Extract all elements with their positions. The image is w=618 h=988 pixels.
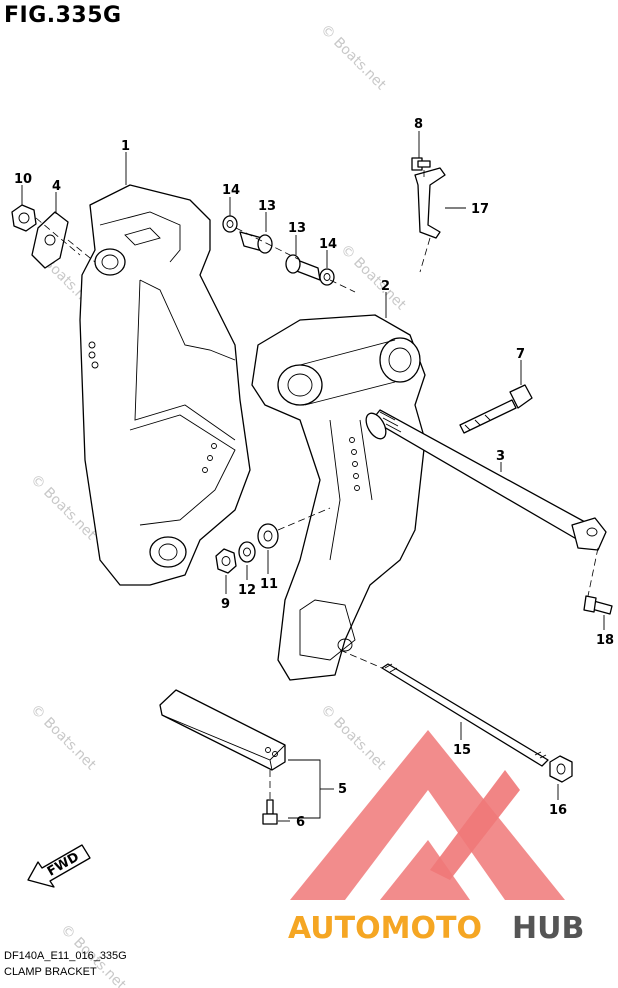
callout-numbers: 1 2 3 4 5 6 7 8 9 10 11 12 13 13 14 14 1… [14, 117, 614, 830]
bolt-13b [285, 254, 321, 281]
clamp-bracket-right [251, 314, 426, 681]
callout-14a: 14 [222, 183, 240, 198]
watermark-text: © Boats.net [337, 242, 409, 314]
nut-10 [11, 204, 37, 232]
diagram-caption: CLAMP BRACKET [4, 966, 97, 978]
fwd-label: FWD [45, 850, 82, 880]
callout-1: 1 [121, 139, 130, 154]
figure-title: FIG.335G [4, 3, 122, 28]
watermark-text: © Boats.net [27, 702, 99, 774]
clip-17 [414, 167, 446, 239]
callout-6: 6 [296, 815, 305, 830]
diagram-code: DF140A_E11_016_335G [4, 950, 127, 962]
logo-text-right: HUB [512, 911, 584, 946]
bolt-8 [411, 157, 431, 171]
callout-18: 18 [596, 633, 614, 648]
fwd-arrow: FWD [27, 844, 91, 888]
callout-13b: 13 [288, 221, 306, 236]
watermark-text: © Boats.net [317, 22, 389, 94]
bolt-6 [262, 799, 278, 825]
assembly-lines [35, 170, 599, 800]
callout-15: 15 [453, 743, 471, 758]
bolt-7 [459, 384, 533, 434]
logo-text-left: AUTOMOTO [288, 911, 482, 946]
watermark-text: © Boats.net [317, 702, 389, 774]
washer-14a [222, 215, 238, 233]
callout-2: 2 [381, 279, 390, 294]
washer-14b [319, 268, 335, 286]
callout-10: 10 [14, 172, 32, 187]
plate-4 [31, 211, 69, 269]
plate-5 [159, 689, 286, 771]
nut-9 [215, 548, 237, 574]
nut-16 [549, 755, 573, 783]
callout-17: 17 [471, 202, 489, 217]
shaft-15 [381, 663, 549, 767]
callout-12: 12 [238, 583, 256, 598]
callout-13a: 13 [258, 199, 276, 214]
callout-7: 7 [516, 347, 525, 362]
callout-8: 8 [414, 117, 423, 132]
callout-9: 9 [221, 597, 230, 612]
logo-text: AUTOMOTO HUB [288, 911, 584, 946]
leader-lines [21, 131, 605, 822]
callout-5: 5 [338, 782, 347, 797]
clamp-bracket-left [79, 184, 251, 586]
washer-12 [238, 541, 256, 563]
callout-14b: 14 [319, 237, 337, 252]
bolt-13a [239, 231, 273, 254]
callout-11: 11 [260, 577, 278, 592]
tilt-tube [365, 409, 607, 551]
callout-4: 4 [52, 179, 61, 194]
bolt-18 [583, 595, 613, 615]
callout-3: 3 [496, 449, 505, 464]
callout-16: 16 [549, 803, 567, 818]
washer-11 [257, 523, 279, 549]
logo-mark [290, 730, 565, 900]
